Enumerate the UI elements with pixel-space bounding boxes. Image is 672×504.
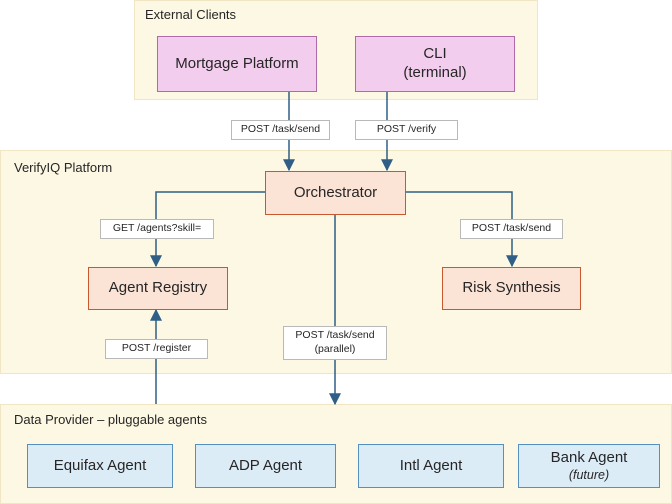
equifax-agent-label: Equifax Agent <box>53 456 147 474</box>
intl-agent-label: Intl Agent <box>399 456 463 474</box>
agent-registry-label: Agent Registry <box>108 279 208 297</box>
equifax-agent-node: Equifax Agent <box>27 444 173 488</box>
edge-label-parallel-post-task-send: POST /task/send (parallel) <box>283 326 387 360</box>
bank-agent-sublabel: (future) <box>568 467 610 482</box>
risk-synthesis-node: Risk Synthesis <box>442 267 581 310</box>
orchestrator-node: Orchestrator <box>265 171 406 215</box>
cli-node: CLI (terminal) <box>355 36 515 92</box>
edge-label-get-agents-skill: GET /agents?skill= <box>100 219 214 239</box>
edge-label-cli-post-verify: POST /verify <box>355 120 458 140</box>
agent-registry-node: Agent Registry <box>88 267 228 310</box>
bank-agent-label: Bank Agent <box>550 448 628 466</box>
verifyiq-platform-title: VerifyIQ Platform <box>14 160 113 175</box>
edge-label-subtext: (parallel) <box>314 343 356 355</box>
edge-label-mortgage-post-task-send: POST /task/send <box>231 120 330 140</box>
orchestrator-label: Orchestrator <box>293 183 378 201</box>
bank-agent-node: Bank Agent (future) <box>518 444 660 488</box>
data-provider-title: Data Provider – pluggable agents <box>14 412 207 427</box>
edge-label-risk-post-task-send: POST /task/send <box>460 219 563 239</box>
mortgage-platform-label: Mortgage Platform <box>175 54 299 72</box>
edge-label-text: POST /task/send <box>240 123 321 136</box>
cli-label: CLI <box>423 45 447 63</box>
risk-synthesis-label: Risk Synthesis <box>462 279 561 297</box>
adp-agent-node: ADP Agent <box>195 444 336 488</box>
edge-label-post-register: POST /register <box>105 339 208 359</box>
edge-label-text: POST /verify <box>376 123 437 136</box>
edge-label-text: POST /task/send <box>471 222 552 235</box>
edge-label-text: POST /task/send <box>295 329 375 342</box>
edge-label-text: GET /agents?skill= <box>112 222 202 235</box>
adp-agent-label: ADP Agent <box>228 456 303 474</box>
external-clients-title: External Clients <box>145 7 237 22</box>
mortgage-platform-node: Mortgage Platform <box>157 36 317 92</box>
cli-sublabel: (terminal) <box>403 64 467 81</box>
edge-label-text: POST /register <box>121 342 192 355</box>
intl-agent-node: Intl Agent <box>358 444 504 488</box>
